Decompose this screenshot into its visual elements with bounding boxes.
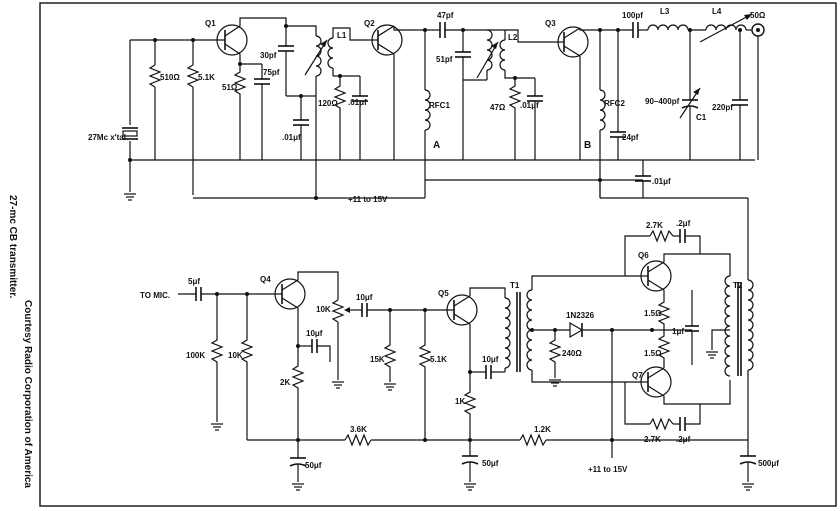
c-10uf-b-label: 10μf — [306, 329, 323, 338]
l3-label: L3 — [660, 7, 670, 16]
mic-input-label: TO MIC. — [140, 291, 170, 300]
figure-caption: 27-mc CB transmitter. — [7, 195, 18, 299]
c-5uf-label: 5μf — [188, 277, 200, 286]
c-50uf-b-label: 50μf — [482, 459, 499, 468]
r-2k-label: 2K — [280, 378, 290, 387]
q2-label: Q2 — [364, 19, 375, 28]
r-15a-label: 1.5Ω — [644, 309, 662, 318]
l4-label: L4 — [712, 7, 722, 16]
output-label: 50Ω — [750, 11, 766, 20]
r-27k-top-label: 2.7K — [646, 221, 663, 230]
r-120-label: 120Ω — [318, 99, 338, 108]
q7-label: Q7 — [632, 371, 643, 380]
transistor-q4 — [274, 278, 306, 310]
point-a-label: A — [433, 140, 440, 151]
r-10k-pot-label: 10K — [316, 305, 331, 314]
q5-label: Q5 — [438, 289, 449, 298]
c-220pf-label: 220pf — [712, 103, 733, 112]
diagram-frame — [39, 2, 837, 507]
t2-label: T2 — [733, 281, 743, 290]
c-2uf-top-label: .2μf — [676, 219, 691, 228]
rfc1-label: RFC1 — [429, 101, 450, 110]
c-500uf-label: 500μf — [758, 459, 779, 468]
r-15k-label: 15K — [370, 355, 385, 364]
c-2uf-bot-label: .2μf — [676, 435, 691, 444]
c-01a-label: .01μf — [282, 133, 301, 142]
transformer-t2 — [724, 275, 754, 377]
r-51k-audio-label: 5.1K — [430, 355, 447, 364]
c-01b-label: .01μf — [348, 98, 367, 107]
rf-supply-label: +11 to 15V — [348, 195, 388, 204]
rf-section: 27Mc x'tal 510Ω 5.1K Q1 51Ω 75pf — [88, 7, 766, 280]
c-24pf-label: 24pf — [622, 133, 639, 142]
c-100pf-label: 100pf — [622, 11, 643, 20]
r-240-label: 240Ω — [562, 349, 582, 358]
audio-supply-label: +11 to 15V — [588, 465, 628, 474]
c-47pf-label: 47pf — [437, 11, 454, 20]
transistor-q1 — [216, 24, 248, 56]
t1-label: T1 — [510, 281, 520, 290]
r-47-label: 47Ω — [490, 103, 506, 112]
l1-label: L1 — [337, 31, 347, 40]
transistor-q5 — [446, 294, 478, 326]
l2-label: L2 — [508, 33, 518, 42]
c-50uf-a-label: 50μf — [305, 461, 322, 470]
c1-label: C1 — [696, 113, 707, 122]
r-510-label: 510Ω — [160, 73, 180, 82]
c-01d-label: .01μf — [652, 177, 671, 186]
c-1uf-label: 1μf — [672, 327, 684, 336]
crystal — [122, 127, 138, 140]
c-75pf-label: 75pf — [263, 68, 280, 77]
c-01c-label: .01μf — [520, 101, 539, 110]
r-10k-label: 10K — [228, 351, 243, 360]
transformer-t1 — [504, 289, 533, 372]
point-b-label: B — [584, 140, 591, 151]
q4-label: Q4 — [260, 275, 271, 284]
q3-label: Q3 — [545, 19, 556, 28]
c1-range-label: 90–400pf — [645, 97, 680, 106]
r-15b-label: 1.5Ω — [644, 349, 662, 358]
c-10uf-a-label: 10μf — [356, 293, 373, 302]
diode-label: 1N2326 — [566, 311, 595, 320]
r-36k-label: 3.6K — [350, 425, 367, 434]
crystal-label: 27Mc x'tal — [88, 133, 126, 142]
c-10uf-c-label: 10μf — [482, 355, 499, 364]
rfc2-label: RFC2 — [604, 99, 625, 108]
r-51-label: 51Ω — [222, 83, 238, 92]
c-30pf-label: 30pf — [260, 51, 277, 60]
r-12k-label: 1.2K — [534, 425, 551, 434]
r-27k-bot-label: 2.7K — [644, 435, 661, 444]
audio-section: TO MIC. 5μf 100K 10K Q4 10K 10μf — [140, 219, 779, 491]
q6-label: Q6 — [638, 251, 649, 260]
c-51pf-label: 51pf — [436, 55, 453, 64]
r-51k-label: 5.1K — [198, 73, 215, 82]
q1-label: Q1 — [205, 19, 216, 28]
figure-credit: Courtesy Radio Corporation of America — [22, 300, 33, 488]
r-100k-label: 100K — [186, 351, 205, 360]
r-1k-label: 1K — [455, 397, 465, 406]
